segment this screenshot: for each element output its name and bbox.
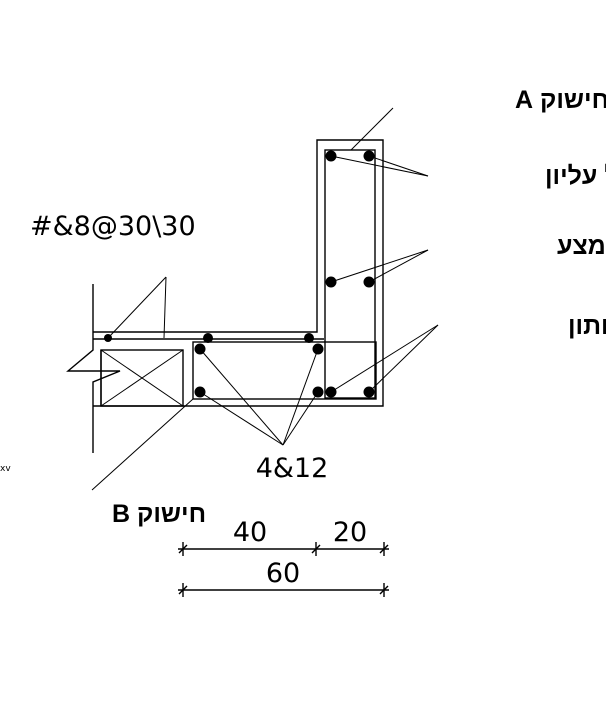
- rebar-dot: [325, 150, 337, 162]
- label-middle-bars: ברזל אמצע: [557, 232, 606, 260]
- dimension-right: 20: [333, 517, 367, 548]
- rebar-dot: [194, 343, 206, 355]
- label-bottom-bars: ברזל תחתון: [568, 312, 606, 340]
- rebar-group: [104, 150, 375, 398]
- dimension-left: 40: [233, 517, 267, 548]
- rebar-dot: [203, 333, 213, 343]
- break-line: [66, 284, 121, 453]
- rebar-dot: [312, 343, 324, 355]
- rebar-dot: [194, 386, 206, 398]
- label-slab-mesh: #&8@30\30: [30, 211, 196, 242]
- rebar-dot: [104, 334, 112, 342]
- rebar-dot: [304, 333, 314, 343]
- masonry-block: [100, 349, 184, 407]
- label-stirrup-a: חישוק A: [515, 86, 606, 114]
- label-beam-bars: 4&12: [256, 453, 329, 484]
- beam-outline: [93, 139, 384, 407]
- rebar-dot: [363, 386, 375, 398]
- stirrup-a: [324, 149, 376, 399]
- corner-mark: xv: [0, 464, 11, 474]
- dimension-lines: [178, 542, 389, 597]
- rebar-dot: [325, 276, 337, 288]
- rebar-dot: [363, 276, 375, 288]
- label-stirrup-b: חישוק B: [112, 500, 206, 528]
- rebar-dot: [363, 150, 375, 162]
- dimension-total: 60: [266, 558, 300, 589]
- rebar-dot: [312, 386, 324, 398]
- label-top-bars: ברזל עליון: [545, 162, 606, 190]
- rebar-dot: [325, 386, 337, 398]
- leader-lines: [91, 107, 439, 491]
- stirrup-b: [192, 341, 377, 400]
